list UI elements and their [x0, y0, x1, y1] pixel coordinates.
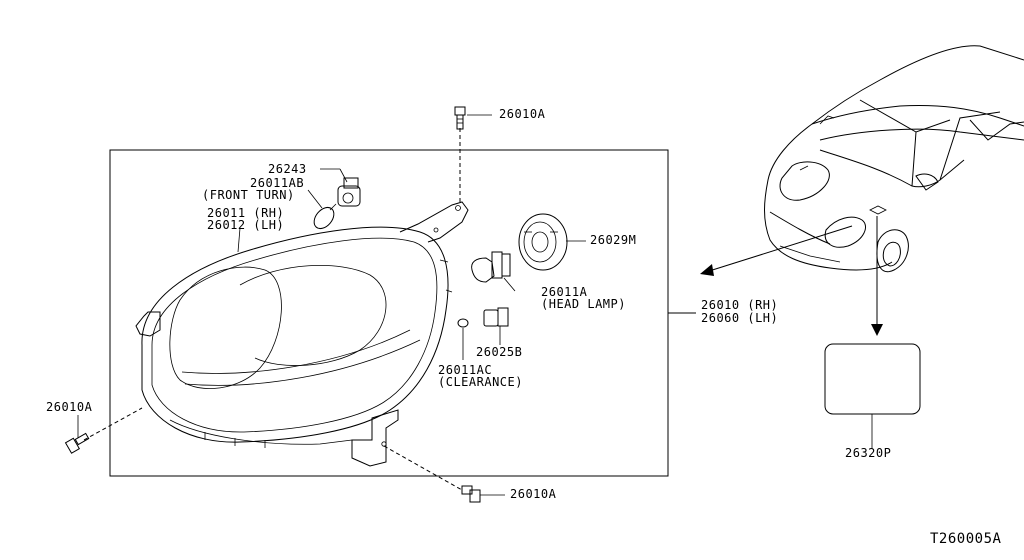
label-cover: 26029M — [590, 233, 637, 247]
dash-bottom — [383, 445, 463, 491]
label-front-turn-bulb: 26011AB — [250, 176, 305, 190]
bolt-left — [64, 432, 90, 454]
bolt-top — [454, 106, 466, 130]
label-bolt-top: 26010A — [499, 107, 546, 121]
label-bolt-bottom: 26010A — [510, 487, 557, 501]
front-turn-bulb — [313, 203, 337, 230]
label-plate — [824, 343, 921, 415]
label-front-turn-socket: 26243 — [268, 162, 307, 176]
label-lamp-lh: 26012 (LH) — [207, 218, 285, 232]
arrow-to-assembly — [700, 225, 853, 276]
label-plate-number: 26320P — [845, 446, 892, 460]
label-clearance-desc: (CLEARANCE) — [438, 375, 523, 389]
front-turn-socket — [337, 177, 361, 207]
label-head-bulb: 26011A — [541, 285, 588, 299]
label-clearance-socket: 26025B — [476, 345, 523, 359]
label-assembly-lh: 26060 (LH) — [701, 311, 779, 325]
headlamp-housing — [135, 201, 469, 467]
car-illustration — [764, 45, 1024, 273]
diagram-code: T260005A — [930, 531, 1002, 547]
label-lamp-rh: 26011 (RH) — [207, 206, 285, 220]
leaders — [77, 114, 586, 496]
assembly-frame — [109, 149, 669, 477]
dust-cover — [518, 213, 568, 271]
clearance-socket — [483, 307, 509, 327]
bolt-bottom — [461, 485, 481, 503]
label-clearance-bulb: 26011AC — [438, 363, 493, 377]
head-lamp-bulb — [471, 251, 511, 283]
label-bolt-left: 26010A — [46, 400, 93, 414]
clearance-bulb — [457, 318, 469, 328]
label-head-desc: (HEAD LAMP) — [541, 297, 626, 311]
label-front-turn-desc: (FRONT TURN) — [202, 188, 295, 202]
arrow-to-label — [871, 216, 883, 336]
label-assembly-rh: 26010 (RH) — [701, 298, 779, 312]
dash-left — [83, 407, 143, 441]
